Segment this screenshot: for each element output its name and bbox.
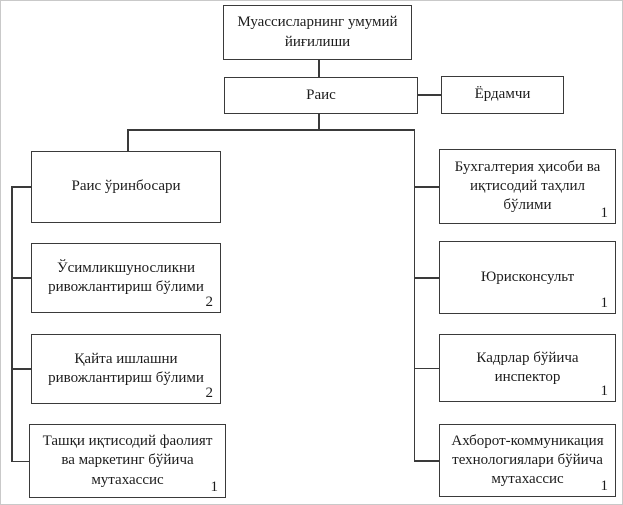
staff-count: 2 [205,384,214,401]
node-deputy-chairman-label: Раис ўринбосари [71,178,181,195]
connector-line [414,277,440,279]
staff-count: 2 [205,293,214,310]
node-chairman-label: Раис [306,86,336,103]
connector-line [11,186,32,188]
connector-line [414,460,440,462]
node-foreign-marketing-specialist: Ташқи иқтисодий фаолият ва маркетинг бўй… [29,424,226,498]
node-ict-specialist: Ахборот-коммуникация технологиялари бўйи… [439,424,616,497]
connector-line [318,113,320,129]
node-legal-counsel-label: Юрисконсульт [480,268,575,285]
staff-count: 1 [210,478,219,495]
node-foreign-marketing-specialist-label: Ташқи иқтисодий фаолият ва маркетинг бўй… [42,433,213,488]
staff-count: 1 [600,477,609,494]
node-assistant-label: Ёрдамчи [474,86,531,103]
connector-line [127,129,129,152]
connector-line [414,367,440,369]
connector-line [11,186,13,462]
connector-line [11,277,32,279]
node-general-meeting: Муассисларнинг умумий йиғилиши [223,5,412,60]
node-hr-inspector-label: Кадрлар бўйича инспектор [476,349,579,385]
node-accounting-dept-label: Бухгалтерия ҳисоби ва иқтисодий таҳлил б… [454,158,601,214]
connector-line [413,129,415,461]
node-general-meeting-label: Муассисларнинг умумий йиғилиши [237,14,398,50]
node-accounting-dept: Бухгалтерия ҳисоби ва иқтисодий таҳлил б… [439,149,616,224]
node-crop-science-dept: Ўсимликшуносликни ривожлантириш бўлими 2 [31,243,221,313]
connector-line [417,94,441,96]
node-hr-inspector: Кадрлар бўйича инспектор 1 [439,334,616,402]
connector-line [127,129,415,131]
node-legal-counsel: Юрисконсульт 1 [439,241,616,314]
node-assistant: Ёрдамчи [441,76,564,114]
staff-count: 1 [600,294,609,311]
connector-line [11,368,32,370]
connector-line [414,186,440,188]
connector-line [318,59,320,77]
staff-count: 1 [600,382,609,399]
node-ict-specialist-label: Ахборот-коммуникация технологиялари бўйи… [451,432,604,488]
node-deputy-chairman: Раис ўринбосари [31,151,221,223]
node-processing-dept-label: Қайта ишлашни ривожлантириш бўлими [48,350,204,386]
node-crop-science-dept-label: Ўсимликшуносликни ривожлантириш бўлими [48,259,204,295]
staff-count: 1 [600,204,609,221]
node-chairman: Раис [224,77,418,114]
connector-line [11,460,30,462]
node-processing-dept: Қайта ишлашни ривожлантириш бўлими 2 [31,334,221,404]
